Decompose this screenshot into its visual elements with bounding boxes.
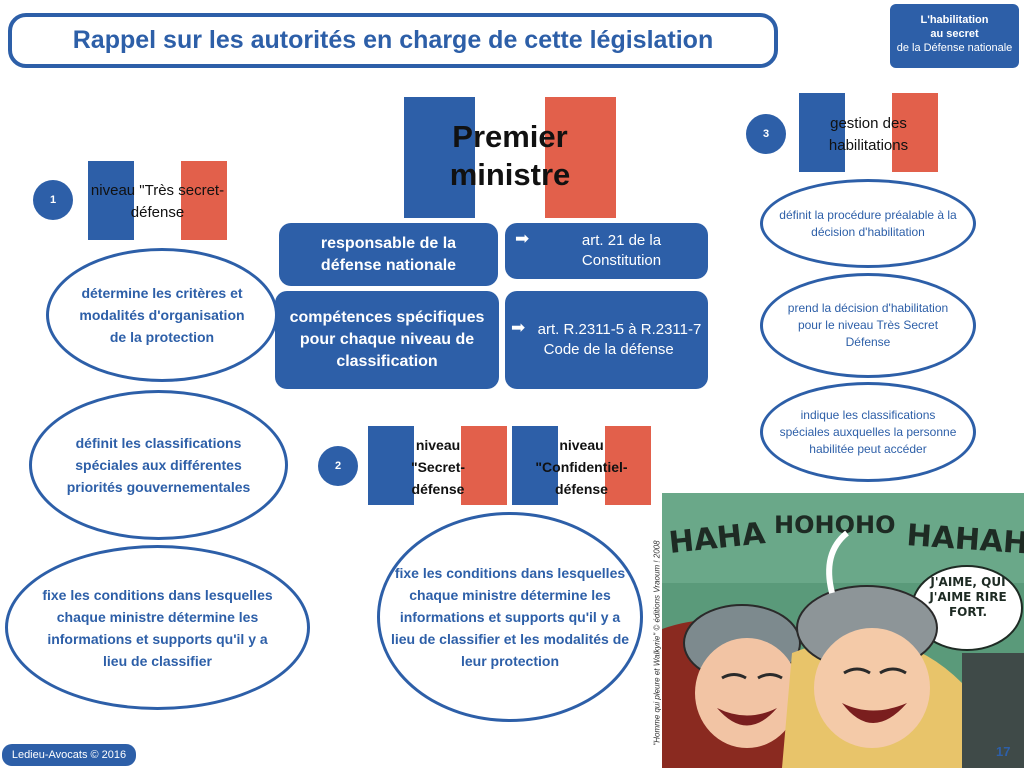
level3-label: gestion des habilitations [799,113,938,157]
competences-text: compétences spécifiques pour chaque nive… [289,309,485,370]
level1-oval-criteres: détermine les critères et modalités d'or… [46,248,278,382]
level2-conf-text: niveau "Confidentiel-défense [535,437,628,497]
premier-flag-red [545,97,616,218]
level3-oval3-text: indique les classifications spéciales au… [779,407,957,456]
level1-label: niveau "Très secret-défense [88,180,227,224]
corner-line2: au secret [930,28,979,40]
level3-oval-classifications: indique les classifications spéciales au… [760,382,976,482]
corner-line1: L'habilitation [920,14,989,26]
level2-badge-number: 2 [334,460,342,472]
level1-flag-blue [88,161,134,240]
level1-label-text: niveau "Très secret-défense [90,182,225,221]
art21-box: ➡ art. 21 de la Constitution [505,223,708,279]
competences-box: compétences spécifiques pour chaque nive… [275,291,499,389]
level1-oval3-text: fixe les conditions dans lesquelles chaq… [42,586,273,669]
responsable-text: responsable de la défense nationale [320,234,457,274]
corner-line3: de la Défense nationale [896,42,1013,54]
level3-oval-decision: prend la décision d'habilitation pour le… [760,273,976,378]
level3-oval2-text: prend la décision d'habilitation pour le… [787,301,949,349]
page-title: Rappel sur les autorités en charge de ce… [72,26,714,54]
premier-flag-blue [404,97,475,218]
level2-secret-flag-blue [368,426,414,505]
level1-oval1-text: détermine les critères et modalités d'or… [79,285,245,345]
level2-secret-label: niveau "Secret-défense [388,434,488,500]
face-right [814,628,930,748]
level3-oval1-text: définit la procédure préalable à la déci… [779,207,957,239]
face-left [695,638,799,748]
level3-oval-procedure: définit la procédure préalable à la déci… [760,179,976,268]
art21-line2: Constitution [581,252,662,269]
artR-line1: art. R.2311-5 à R.2311-7 [537,321,702,338]
arrow-right-icon: ➡ [511,318,526,337]
level2-conf-flag-red [605,426,651,505]
premier-line2: ministre [449,157,571,192]
level2-oval-conditions: fixe les conditions dans lesquelles chaq… [377,512,643,722]
responsable-box: responsable de la défense nationale [279,223,498,286]
comic-illustration: HAHA HOHOHO HAHAHA J'AIME, QUI J'AIME RI… [662,493,1024,768]
level2-badge: 2 [318,446,358,486]
level2-conf-label: niveau "Confidentiel-défense [512,434,651,500]
level2-conf-flag-blue [512,426,558,505]
level3-badge-number: 3 [762,128,770,140]
level2-oval-text: fixe les conditions dans lesquelles chaq… [390,565,630,669]
artR-box: ➡ art. R.2311-5 à R.2311-7 Code de la dé… [505,291,708,389]
art21-line1: art. 21 de la [581,232,662,249]
level3-badge: 3 [746,114,786,154]
level2-secret-text: niveau "Secret-défense [410,437,466,497]
level1-oval-conditions: fixe les conditions dans lesquelles chaq… [5,545,310,710]
level1-flag-red [181,161,227,240]
level3-flag-blue [799,93,845,172]
level1-oval-classifications: définit les classifications spéciales au… [29,390,288,540]
laugh-text-2: HOHOHO [774,511,895,539]
level3-flag-red [892,93,938,172]
level1-badge-number: 1 [49,194,57,206]
speech-bubble-text: J'AIME, QUI J'AIME RIRE FORT. [929,575,1007,619]
premier-line1: Premier [452,119,568,154]
comic-art: HAHA HOHOHO HAHAHA J'AIME, QUI J'AIME RI… [662,493,1024,768]
image-credit-text: "Homme qui pleure et Walkyrie" © édition… [652,539,662,746]
level3-label-text: gestion des habilitations [828,115,909,154]
arrow-right-icon: ➡ [515,229,530,248]
level1-oval2-text: définit les classifications spéciales au… [66,435,251,495]
footer-badge: Ledieu-Avocats © 2016 [2,744,136,766]
level2-secret-flag-red [461,426,507,505]
page-number: 17 [996,744,1011,759]
corner-label: L'habilitation au secret de la Défense n… [890,4,1019,68]
artR-line2: Code de la défense [543,341,674,358]
premier-ministre-label: Premier ministre [404,118,616,194]
level1-badge: 1 [33,180,73,220]
title-banner: Rappel sur les autorités en charge de ce… [8,13,778,68]
footer-text: Ledieu-Avocats © 2016 [11,749,127,761]
